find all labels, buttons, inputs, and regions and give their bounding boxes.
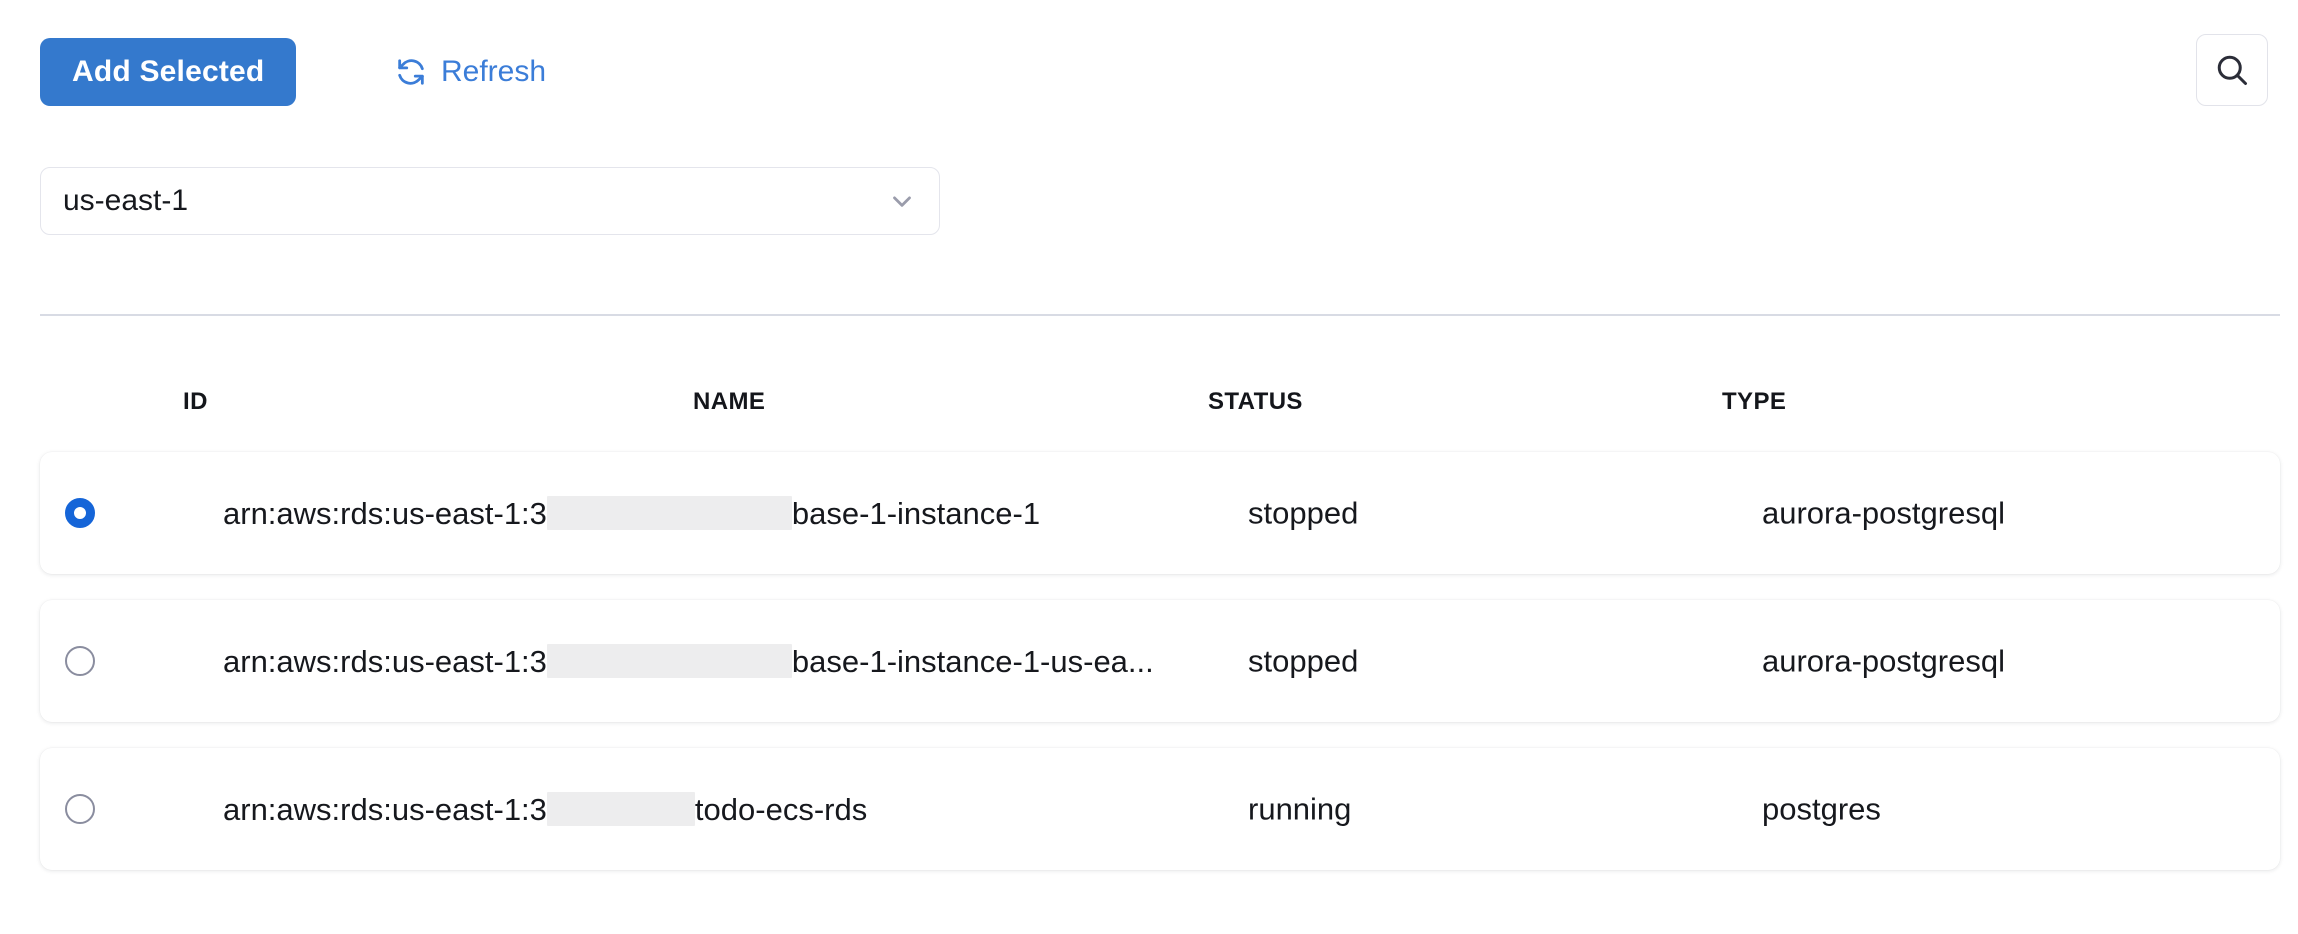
cell-type: aurora-postgresql <box>1762 498 2005 529</box>
cell-type: postgres <box>1762 794 1881 825</box>
search-icon <box>2214 52 2250 88</box>
refresh-button[interactable]: Refresh <box>395 38 546 106</box>
refresh-label: Refresh <box>441 57 546 87</box>
cell-status: running <box>1248 794 1351 825</box>
cell-status: stopped <box>1248 646 1358 677</box>
row-radio-selected[interactable] <box>65 498 95 528</box>
cell-type: aurora-postgresql <box>1762 646 2005 677</box>
chevron-down-icon <box>887 186 917 216</box>
arn-prefix: arn:aws:rds:us-east-1:3 <box>223 498 547 529</box>
row-radio[interactable] <box>65 646 95 676</box>
column-header-name: NAME <box>693 390 765 414</box>
table-row[interactable]: arn:aws:rds:us-east-1:3 base-1-instance-1… <box>40 600 2280 722</box>
section-divider <box>40 314 2280 316</box>
arn-suffix: base-1-instance-1-us-ea... <box>792 646 1154 677</box>
refresh-icon <box>395 56 427 88</box>
cell-status: stopped <box>1248 498 1358 529</box>
row-radio[interactable] <box>65 794 95 824</box>
column-header-id: ID <box>183 390 208 414</box>
table-row[interactable]: arn:aws:rds:us-east-1:3 todo-ecs-rds runni… <box>40 748 2280 870</box>
add-selected-button[interactable]: Add Selected <box>40 38 296 106</box>
column-header-type: TYPE <box>1722 390 1786 414</box>
toolbar: Add Selected Refresh <box>0 0 2298 120</box>
redacted-account-id <box>547 644 792 678</box>
redacted-account-id <box>547 496 792 530</box>
arn-prefix: arn:aws:rds:us-east-1:3 <box>223 646 547 677</box>
region-select[interactable]: us-east-1 <box>40 167 940 235</box>
arn-suffix: todo-ecs-rds <box>695 794 867 825</box>
arn-prefix: arn:aws:rds:us-east-1:3 <box>223 794 547 825</box>
table-row[interactable]: arn:aws:rds:us-east-1:3 base-1-instance-1… <box>40 452 2280 574</box>
search-button[interactable] <box>2196 34 2268 106</box>
redacted-account-id <box>547 792 695 826</box>
cell-id: arn:aws:rds:us-east-1:3 todo-ecs-rds <box>223 792 867 826</box>
cell-id: arn:aws:rds:us-east-1:3 base-1-instance-1 <box>223 496 1040 530</box>
column-header-status: STATUS <box>1208 390 1303 414</box>
region-select-value: us-east-1 <box>63 186 887 216</box>
table-header-row: ID NAME STATUS TYPE <box>0 390 2298 450</box>
cell-id: arn:aws:rds:us-east-1:3 base-1-instance-1… <box>223 644 1154 678</box>
arn-suffix: base-1-instance-1 <box>792 498 1040 529</box>
instances-table: ID NAME STATUS TYPE arn:aws:rds:us-east-… <box>0 390 2298 450</box>
